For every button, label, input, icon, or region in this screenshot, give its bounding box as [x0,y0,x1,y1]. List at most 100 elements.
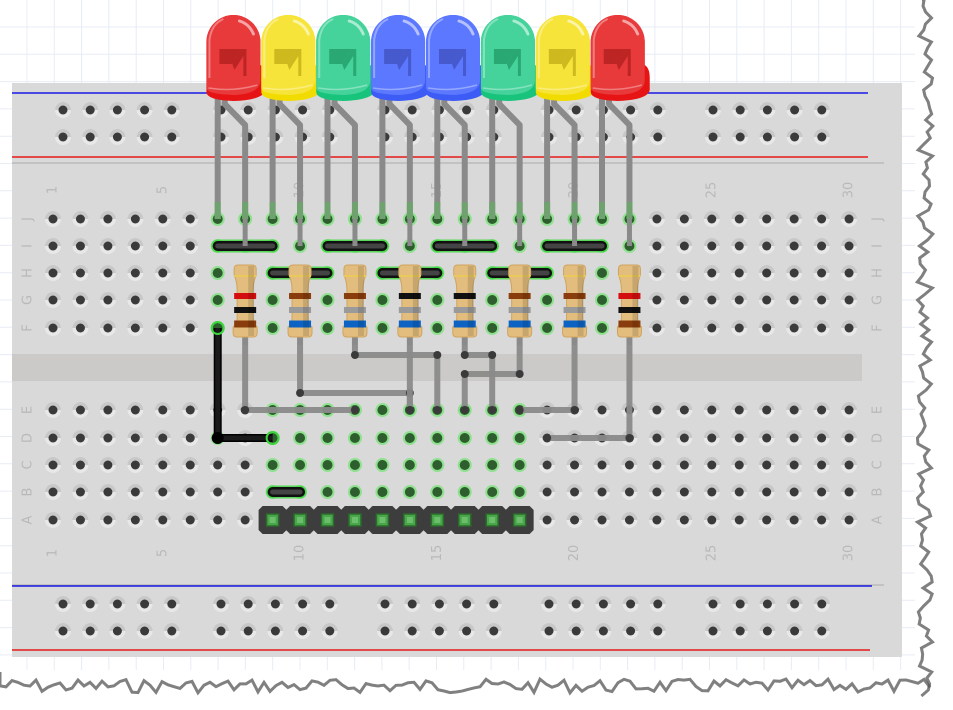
breadboard-hole[interactable] [813,265,830,281]
breadboard-hole[interactable] [731,265,748,281]
breadboard-hole[interactable] [813,129,830,145]
breadboard-hole[interactable] [786,292,803,308]
breadboard-hole[interactable] [457,458,472,472]
breadboard-hole[interactable] [293,458,308,472]
breadboard-hole[interactable] [210,266,225,280]
breadboard-hole[interactable] [45,457,61,473]
breadboard-hole[interactable] [72,211,89,227]
breadboard-hole[interactable] [375,321,390,335]
breadboard-hole[interactable] [731,484,748,500]
header-pin[interactable] [505,506,534,534]
breadboard-hole[interactable] [703,238,720,254]
breadboard-hole[interactable] [375,293,390,307]
breadboard-hole[interactable] [539,512,556,528]
resistor-r8[interactable] [616,219,642,345]
breadboard-hole[interactable] [182,430,199,446]
breadboard-hole[interactable] [72,238,89,254]
breadboard-hole[interactable] [813,238,830,254]
breadboard-hole[interactable] [786,512,803,528]
breadboard-hole[interactable] [594,512,610,528]
breadboard-hole[interactable] [375,403,390,417]
breadboard-hole[interactable] [841,211,858,227]
breadboard-hole[interactable] [648,292,665,308]
breadboard-hole[interactable] [676,512,693,528]
breadboard-hole[interactable] [541,596,557,612]
pin-header[interactable] [258,506,534,534]
breadboard-hole[interactable] [265,321,280,335]
led-led2-yellow[interactable] [261,15,321,102]
resistor-r1[interactable] [232,219,258,345]
breadboard-hole[interactable] [55,129,71,145]
breadboard-hole[interactable] [377,623,393,639]
breadboard-hole[interactable] [347,485,362,499]
breadboard-hole[interactable] [649,129,666,145]
breadboard-hole[interactable] [732,596,749,612]
header-pin[interactable] [368,506,397,534]
breadboard-hole[interactable] [703,265,720,281]
breadboard-hole[interactable] [237,484,254,500]
breadboard-hole[interactable] [841,292,858,308]
breadboard-hole[interactable] [99,430,116,446]
breadboard-hole[interactable] [431,596,448,612]
breadboard-hole[interactable] [621,457,638,473]
breadboard-hole[interactable] [732,129,749,145]
breadboard-hole[interactable] [841,512,858,528]
breadboard-hole[interactable] [320,485,335,499]
breadboard-hole[interactable] [485,321,500,335]
breadboard-hole[interactable] [731,457,748,473]
breadboard-hole[interactable] [485,485,500,499]
breadboard-hole[interactable] [786,484,803,500]
breadboard-hole[interactable] [703,457,720,473]
breadboard-hole[interactable] [595,293,609,307]
breadboard-hole[interactable] [154,211,171,227]
breadboard-hole[interactable] [55,102,71,118]
breadboard-hole[interactable] [758,238,775,254]
breadboard-hole[interactable] [293,431,308,445]
breadboard-hole[interactable] [485,431,500,445]
breadboard-hole[interactable] [109,102,126,118]
breadboard-hole[interactable] [72,457,89,473]
breadboard-hole[interactable] [841,265,858,281]
breadboard-hole[interactable] [813,320,830,336]
breadboard-hole[interactable] [182,238,199,254]
breadboard-hole[interactable] [154,512,171,528]
breadboard-hole[interactable] [237,512,254,528]
breadboard-hole[interactable] [109,596,126,612]
breadboard-hole[interactable] [566,484,583,500]
breadboard-hole[interactable] [136,623,153,639]
breadboard-hole[interactable] [595,321,609,335]
breadboard-hole[interactable] [154,265,171,281]
breadboard-hole[interactable] [622,596,639,612]
breadboard-hole[interactable] [705,102,721,118]
breadboard-hole[interactable] [676,430,693,446]
header-pin[interactable] [423,506,452,534]
breadboard-hole[interactable] [154,484,171,500]
breadboard-hole[interactable] [703,320,720,336]
breadboard-hole[interactable] [163,129,180,145]
breadboard-hole[interactable] [732,102,749,118]
breadboard-hole[interactable] [265,293,280,307]
breadboard-hole[interactable] [320,321,335,335]
breadboard-hole[interactable] [594,402,610,418]
breadboard-hole[interactable] [99,484,116,500]
breadboard-hole[interactable] [622,102,639,118]
breadboard-hole[interactable] [430,321,445,335]
breadboard-hole[interactable] [430,485,445,499]
breadboard-hole[interactable] [703,292,720,308]
breadboard-hole[interactable] [705,596,721,612]
breadboard-hole[interactable] [813,402,830,418]
breadboard-hole[interactable] [841,238,858,254]
breadboard-hole[interactable] [209,512,226,528]
breadboard-hole[interactable] [758,512,775,528]
resistor-r5[interactable] [452,219,478,345]
breadboard-hole[interactable] [705,623,721,639]
breadboard-hole[interactable] [485,293,500,307]
breadboard-hole[interactable] [813,457,830,473]
breadboard-hole[interactable] [759,596,776,612]
breadboard-hole[interactable] [703,211,720,227]
header-pin[interactable] [313,506,342,534]
resistor-r2[interactable] [287,219,313,345]
breadboard-hole[interactable] [213,596,229,612]
breadboard-hole[interactable] [457,431,472,445]
breadboard-hole[interactable] [595,623,612,639]
